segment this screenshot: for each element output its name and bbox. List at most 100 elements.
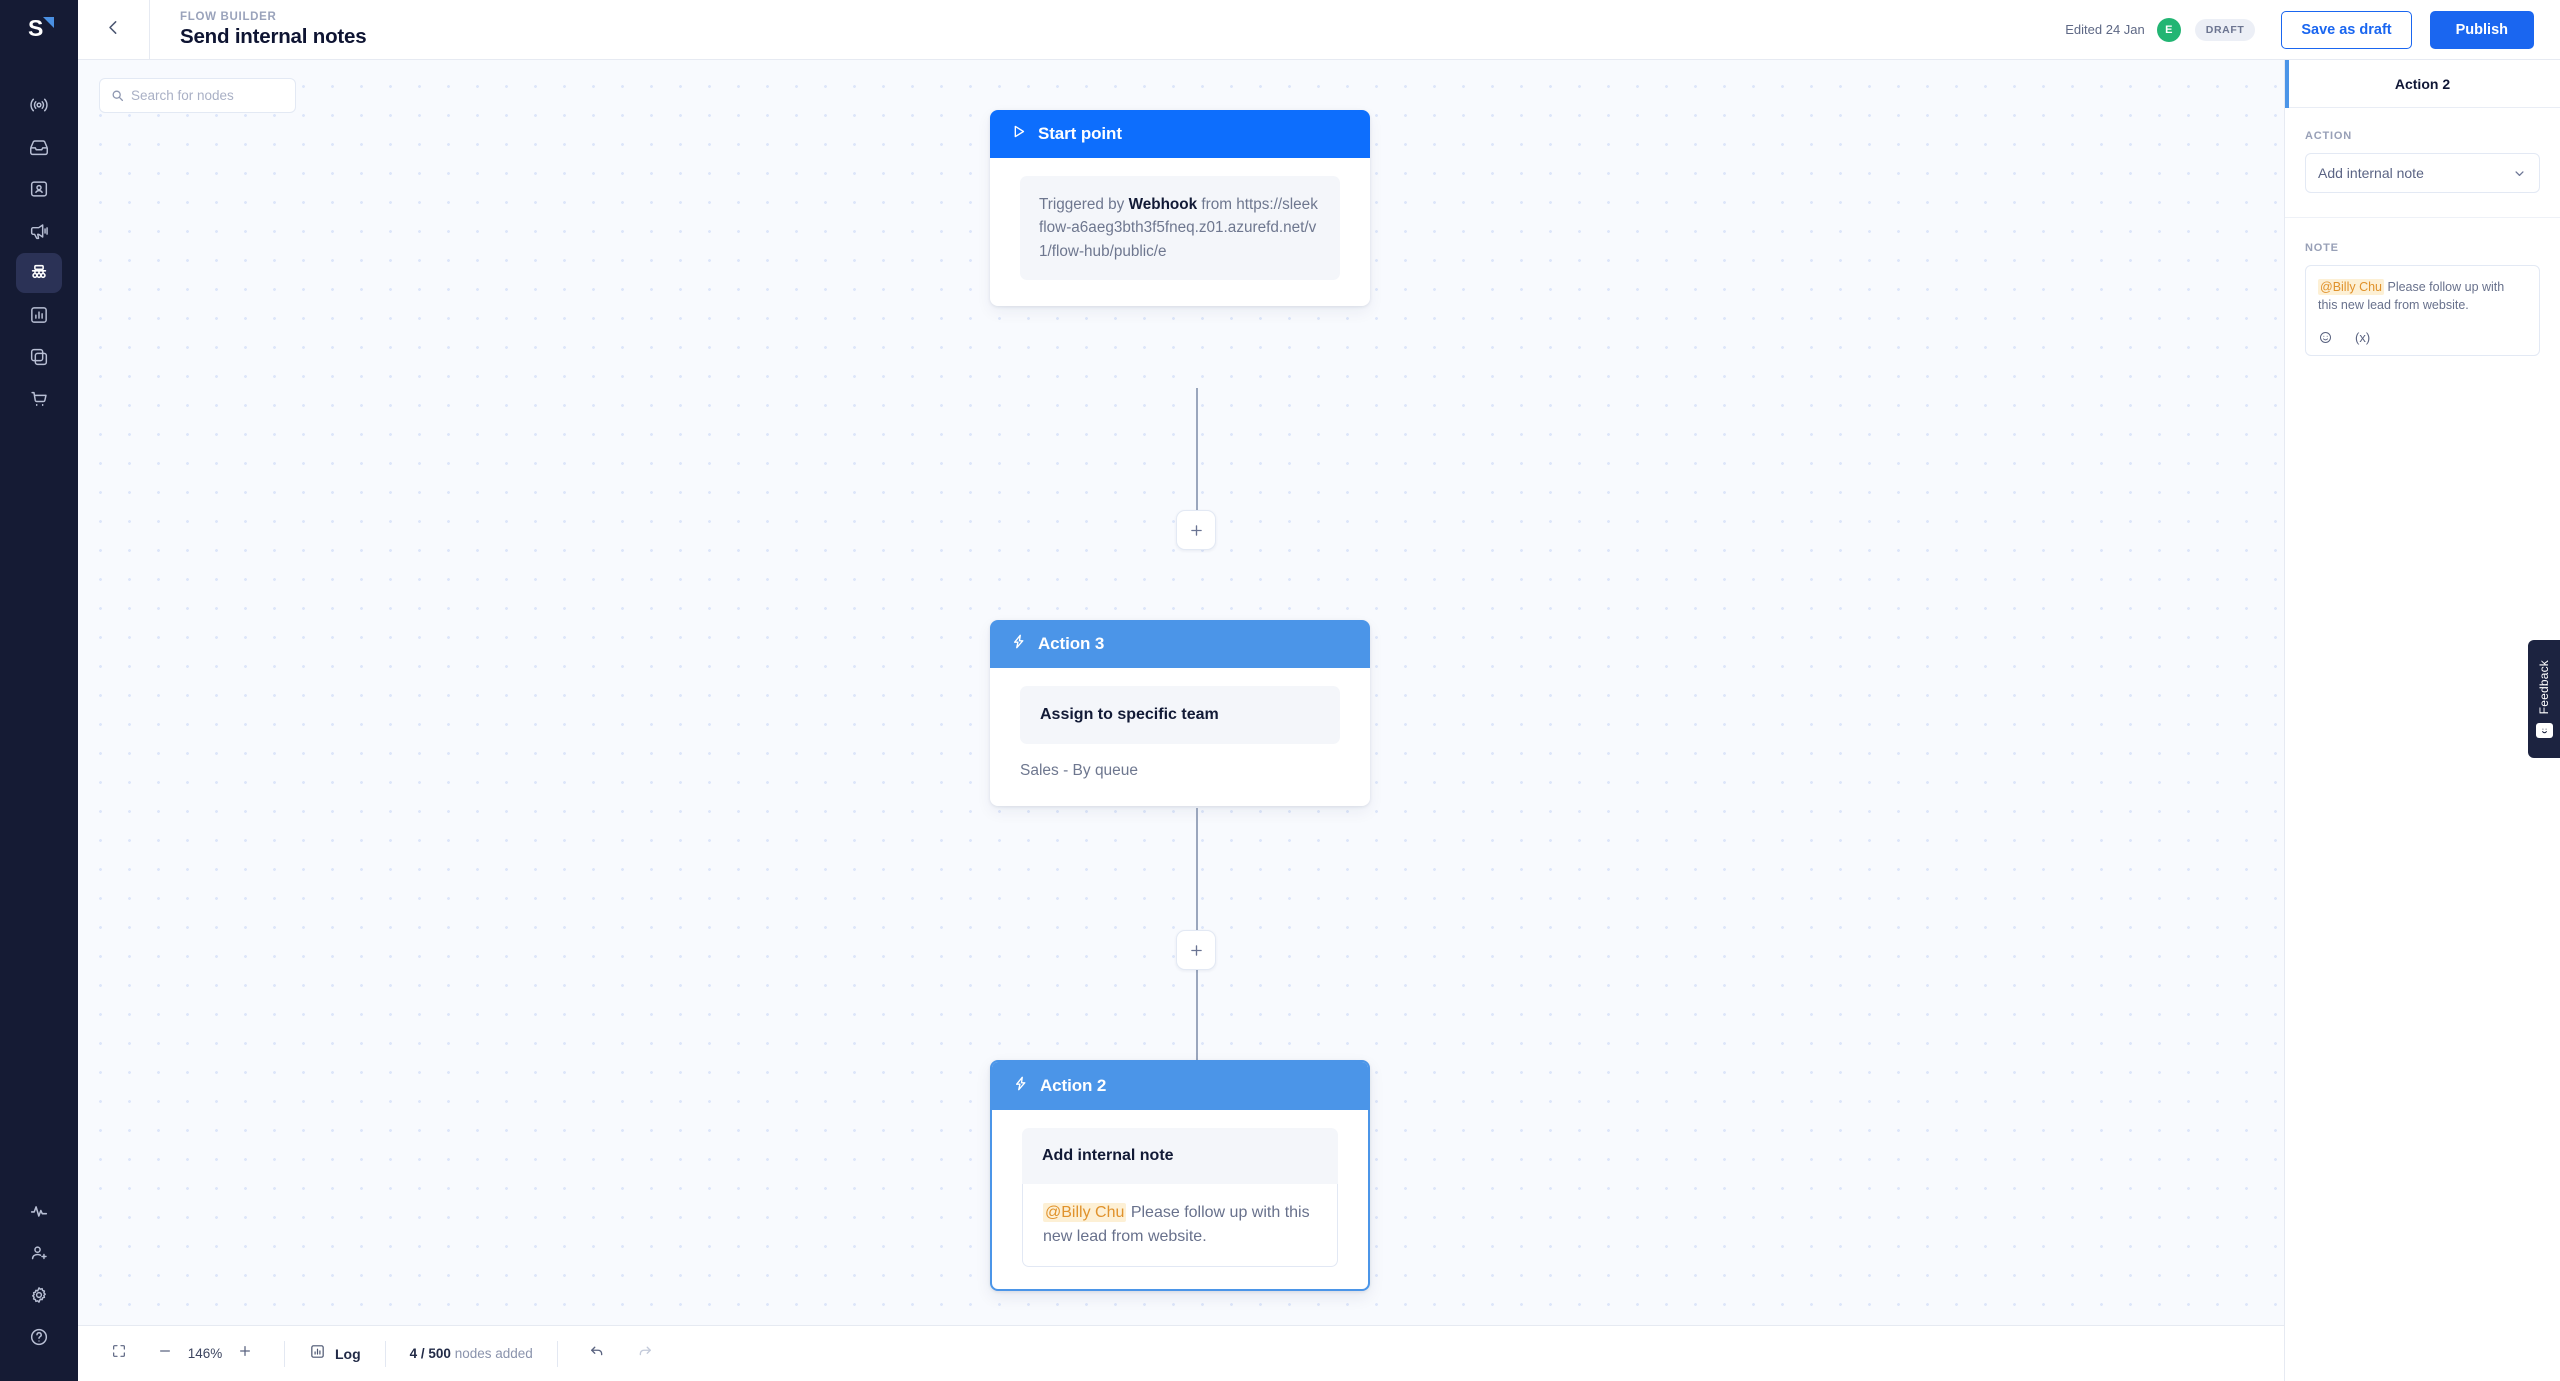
app-logo[interactable]: S	[0, 0, 78, 60]
sidebar-item-invite-user[interactable]	[16, 1233, 62, 1273]
note-editor[interactable]: @Billy Chu Please follow up with this ne…	[2305, 265, 2540, 357]
redo-button[interactable]	[630, 1339, 660, 1369]
panel-header: Action 2	[2285, 60, 2560, 108]
zoom-out-button[interactable]	[150, 1339, 180, 1369]
search-icon	[111, 89, 124, 102]
layers-icon	[28, 346, 50, 368]
node-start-point[interactable]: Start point Triggered by Webhook from ht…	[990, 110, 1370, 306]
flow-builder-icon	[28, 262, 50, 284]
sidebar-item-analytics[interactable]	[16, 295, 62, 335]
node-body: Triggered by Webhook from https://sleekf…	[990, 158, 1370, 306]
zoom-level: 146%	[187, 1346, 223, 1361]
mention-chip: @Billy Chu	[1043, 1203, 1127, 1222]
action-select-value: Add internal note	[2318, 165, 2424, 181]
node-action-3[interactable]: Action 3 Assign to specific team Sales -…	[990, 620, 1370, 806]
avatar[interactable]: E	[2156, 17, 2181, 42]
play-icon	[1010, 123, 1027, 145]
pulse-icon	[28, 1200, 50, 1222]
action-label: ACTION	[2305, 130, 2352, 142]
help-circle-icon	[28, 1326, 50, 1348]
flow-canvas[interactable]: Search for nodes Start point	[78, 60, 2284, 1381]
sidebar-item-integrations[interactable]	[16, 337, 62, 377]
note-body: Please follow up with this new lead from…	[1043, 1204, 1310, 1245]
log-button[interactable]: Log	[309, 1343, 361, 1365]
action-select[interactable]: Add internal note	[2305, 153, 2540, 193]
action-name: Add internal note	[1022, 1128, 1338, 1184]
zoom-in-button[interactable]	[230, 1339, 260, 1369]
search-placeholder: Search for nodes	[131, 88, 234, 103]
sidebar-item-activity[interactable]	[16, 1191, 62, 1231]
contact-card-icon	[28, 178, 50, 200]
sidebar-item-campaigns[interactable]	[16, 211, 62, 251]
search-input[interactable]: Search for nodes	[99, 78, 296, 113]
action-name: Assign to specific team	[1020, 686, 1340, 744]
sidebar-item-commerce[interactable]	[16, 379, 62, 419]
node-header: Action 3	[990, 620, 1370, 668]
add-node-button-1[interactable]	[1176, 510, 1216, 550]
gear-icon	[28, 1284, 50, 1306]
node-title: Action 2	[1040, 1076, 1107, 1095]
trigger-url: https://sleekflow-a6aeg3bth3f5fneq.z01.a…	[1039, 196, 1318, 260]
node-title: Start point	[1038, 124, 1122, 143]
nodes-count-suffix: nodes added	[450, 1346, 533, 1361]
variable-icon[interactable]: (x)	[2355, 330, 2371, 346]
note-editor-body: Please follow up with this new lead from…	[2318, 280, 2505, 313]
emoji-icon[interactable]	[2318, 330, 2333, 345]
trigger-description: Triggered by Webhook from https://sleekf…	[1020, 176, 1340, 280]
node-action-2[interactable]: Action 2 Add internal note @Billy Chu Pl…	[990, 1060, 1370, 1291]
fit-screen-button[interactable]	[104, 1339, 134, 1369]
publish-button[interactable]: Publish	[2429, 10, 2534, 49]
sidebar-item-flow-builder[interactable]	[16, 253, 62, 293]
sidebar-item-contacts[interactable]	[16, 169, 62, 209]
title-block: FLOW BUILDER Send internal notes	[150, 10, 367, 49]
arrow-left-icon	[103, 17, 124, 43]
log-label: Log	[335, 1345, 361, 1362]
note-preview: @Billy Chu Please follow up with this ne…	[1022, 1184, 1338, 1267]
panel-action-section: ACTION Add internal note	[2285, 108, 2560, 218]
inbox-icon	[28, 136, 50, 158]
redo-icon	[636, 1342, 654, 1365]
left-nav-rail: S	[0, 0, 78, 1381]
node-header: Start point	[990, 110, 1370, 158]
logo-letter: S	[28, 15, 44, 41]
cart-icon	[28, 388, 50, 410]
node-title: Action 3	[1038, 634, 1105, 653]
logo-triangle-icon	[43, 17, 54, 28]
fit-screen-icon	[111, 1343, 127, 1364]
node-body: Assign to specific team Sales - By queue	[990, 668, 1370, 806]
trigger-source: Webhook	[1128, 196, 1198, 213]
bottom-toolbar: 146% Log 4 / 500 nodes added	[78, 1325, 2284, 1381]
toolbar-divider	[556, 1340, 558, 1367]
chevron-down-icon	[2512, 166, 2527, 181]
header-actions: Edited 24 Jan E DRAFT Save as draft Publ…	[2065, 10, 2560, 49]
save-as-draft-button[interactable]: Save as draft	[2281, 10, 2412, 49]
trigger-mid: from	[1197, 196, 1237, 213]
megaphone-icon	[28, 220, 50, 242]
status-badge: DRAFT	[2194, 18, 2256, 41]
top-header: FLOW BUILDER Send internal notes Edited …	[78, 0, 2560, 60]
plus-icon	[237, 1343, 253, 1364]
add-node-button-2[interactable]	[1176, 930, 1216, 970]
mention-chip: @Billy Chu	[2318, 279, 2385, 295]
undo-button[interactable]	[582, 1339, 612, 1369]
node-search: Search for nodes	[99, 78, 296, 113]
back-button[interactable]	[78, 0, 150, 59]
rail-bottom-items	[16, 1191, 62, 1359]
panel-accent-bar	[2285, 60, 2289, 108]
user-plus-icon	[28, 1242, 50, 1264]
edited-timestamp: Edited 24 Jan	[2065, 22, 2145, 37]
sidebar-item-inbox[interactable]	[16, 127, 62, 167]
action-detail: Sales - By queue	[1020, 762, 1139, 779]
properties-panel: Action 2 ACTION Add internal note NOTE @…	[2284, 60, 2560, 1381]
sidebar-item-settings[interactable]	[16, 1275, 62, 1315]
feedback-tab[interactable]: Feedback	[2528, 640, 2560, 758]
breadcrumb: FLOW BUILDER	[180, 10, 277, 23]
page-title: Send internal notes	[180, 24, 367, 48]
sidebar-item-broadcast[interactable]	[16, 85, 62, 125]
nodes-count-value: 4 / 500	[409, 1346, 451, 1361]
bolt-icon	[1010, 633, 1027, 655]
feedback-label: Feedback	[2537, 660, 2551, 715]
sidebar-item-help[interactable]	[16, 1317, 62, 1357]
node-body: Add internal note @Billy Chu Please foll…	[992, 1110, 1368, 1289]
broadcast-icon	[28, 94, 50, 116]
